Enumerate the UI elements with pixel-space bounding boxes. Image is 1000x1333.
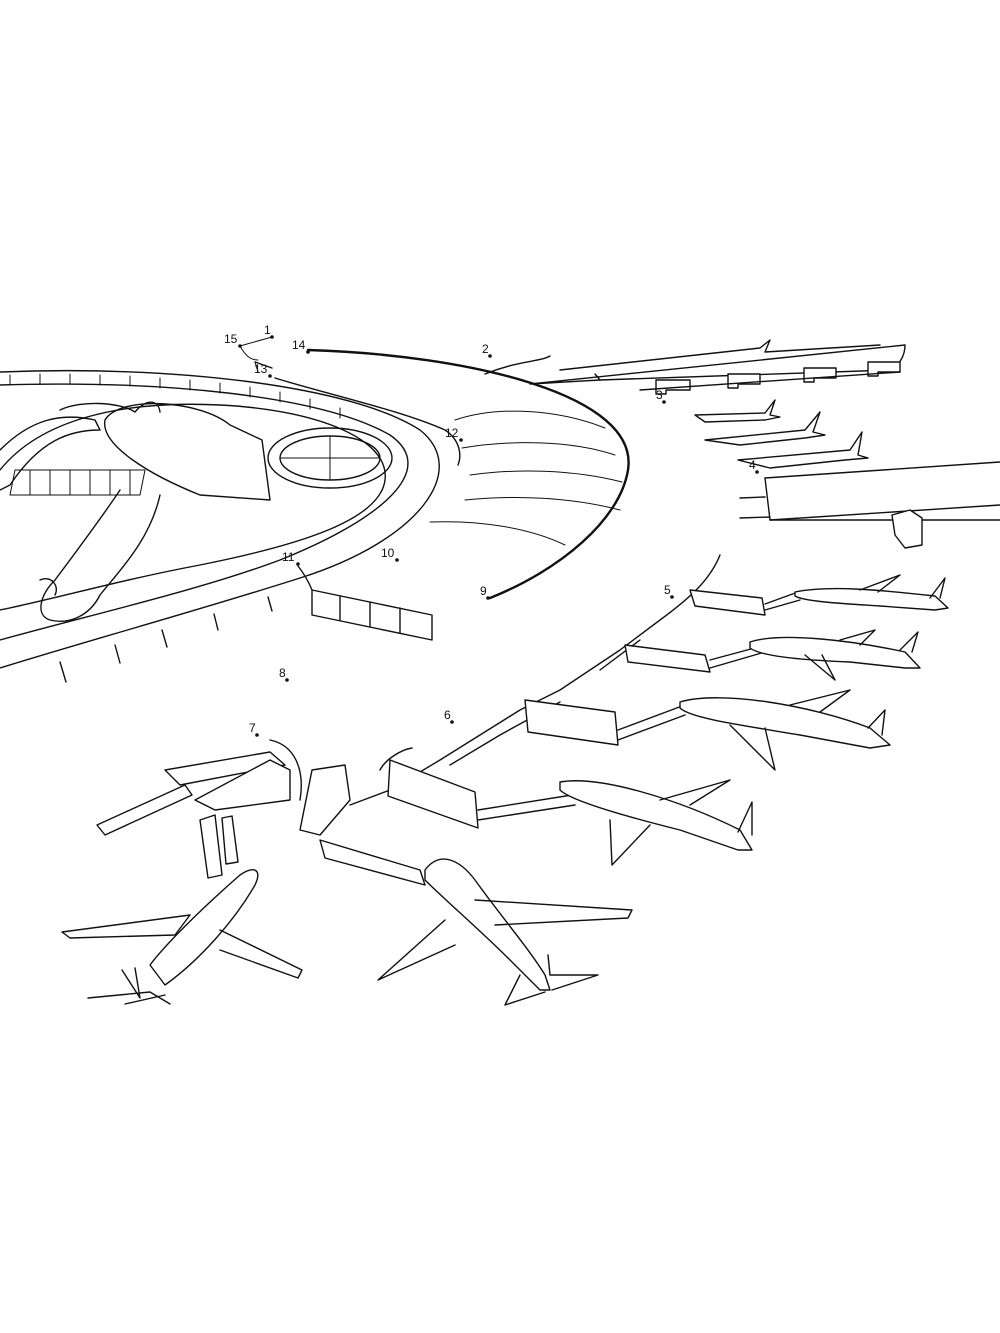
dot-label-9: 9 (480, 584, 487, 598)
airliners (61, 574, 949, 1006)
dot-label-2: 2 (482, 342, 489, 356)
dot-14[interactable] (306, 350, 310, 354)
dot-label-3: 3 (656, 388, 663, 402)
dot-5[interactable] (670, 595, 674, 599)
lower-pier (96, 554, 801, 886)
dot-label-8: 8 (279, 666, 286, 680)
dot-4[interactable] (755, 470, 759, 474)
dot-10[interactable] (395, 558, 399, 562)
dot-12[interactable] (459, 438, 463, 442)
dot-13[interactable] (268, 374, 272, 378)
upper-right-terminal (529, 339, 906, 469)
dot-1[interactable] (270, 335, 274, 339)
dot-7[interactable] (255, 733, 259, 737)
dot-2[interactable] (488, 354, 492, 358)
main-terminal (0, 369, 440, 683)
dot-15[interactable] (238, 344, 242, 348)
dot-3[interactable] (662, 400, 666, 404)
dot-label-5: 5 (664, 583, 671, 597)
dot-label-1: 1 (264, 323, 271, 337)
dot-label-10: 10 (381, 546, 395, 560)
dot-label-11: 11 (282, 550, 295, 564)
dot-label-6: 6 (444, 708, 451, 722)
dot-11[interactable] (296, 562, 300, 566)
dot-label-14: 14 (292, 338, 306, 352)
dot-label-4: 4 (749, 458, 756, 472)
dot-6[interactable] (450, 720, 454, 724)
dot-8[interactable] (285, 678, 289, 682)
dot-label-15: 15 (224, 332, 238, 346)
dot-label-7: 7 (249, 721, 256, 735)
ramp-road (239, 336, 630, 600)
right-satellite (739, 461, 1000, 549)
dot-9[interactable] (486, 596, 490, 600)
dot-label-13: 13 (254, 362, 268, 376)
dot-label-12: 12 (445, 426, 459, 440)
